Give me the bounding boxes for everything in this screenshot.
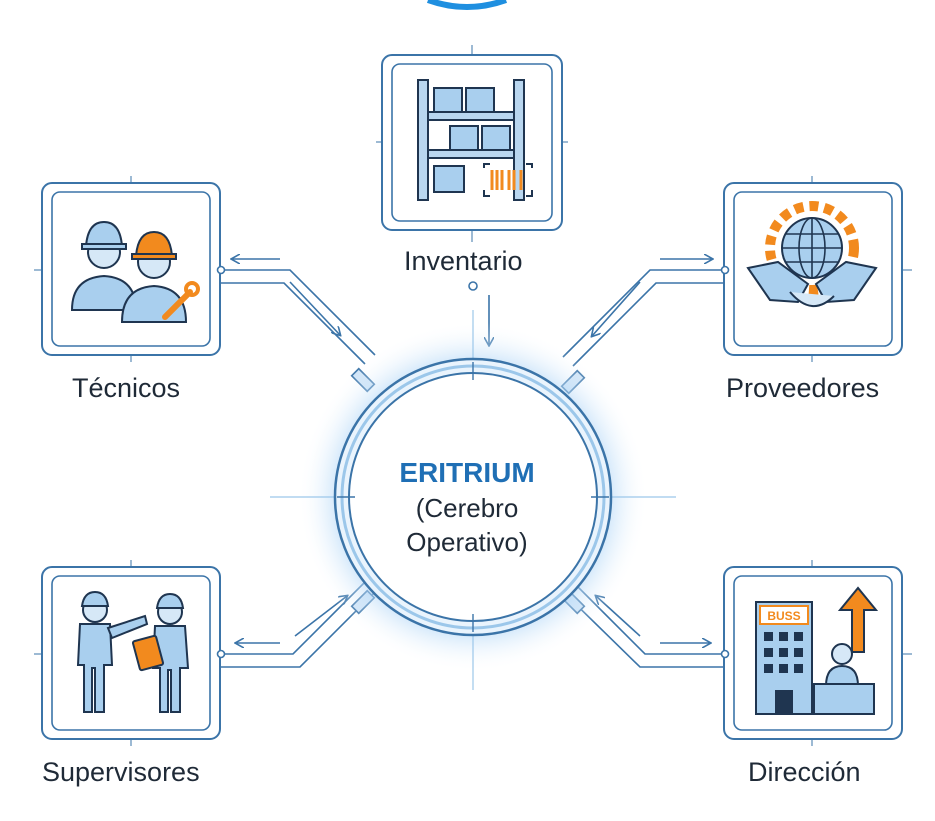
label-direccion: Dirección <box>748 757 861 787</box>
frame-supervisores <box>34 560 228 746</box>
center-subtitle-line2: Operativo) <box>406 527 528 557</box>
center-text: ERITRIUM (Cerebro Operativo) <box>367 455 567 559</box>
office-building-growth-icon: BUSS <box>755 586 879 715</box>
label-inventario: Inventario <box>404 246 523 276</box>
arrows-tecnicos <box>232 259 340 335</box>
center-subtitle-line1: (Cerebro <box>415 493 519 523</box>
frame-direccion <box>716 560 912 746</box>
label-supervisores: Supervisores <box>42 757 200 787</box>
technicians-hardhat-icon <box>70 220 200 323</box>
top-partial-glyph <box>426 0 508 10</box>
central-hub <box>270 310 676 690</box>
warehouse-shelves-icon <box>417 79 533 201</box>
handshake-globe-icon <box>746 201 878 307</box>
arrows-proveedores <box>592 259 712 336</box>
label-tecnicos: Técnicos <box>72 373 181 403</box>
supervisors-clipboard-icon <box>76 590 190 713</box>
label-proveedores: Proveedores <box>726 373 880 403</box>
frame-tecnicos <box>34 176 228 362</box>
building-sign: BUSS <box>767 609 800 623</box>
arrows-direccion <box>596 596 710 643</box>
center-title: ERITRIUM <box>399 457 535 488</box>
